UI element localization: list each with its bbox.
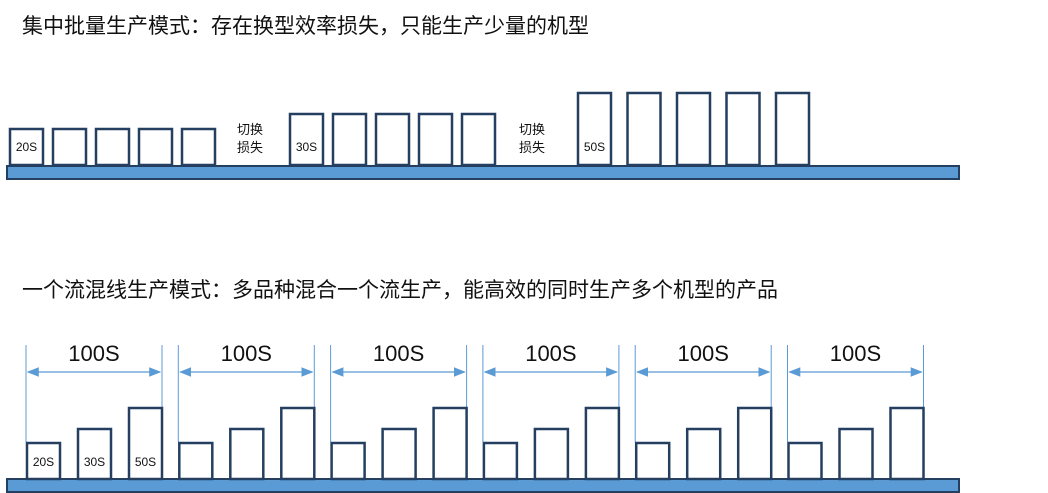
batch-product-box [460, 112, 497, 167]
batch-product-box [576, 91, 613, 167]
cycle-time-label: 100S [525, 341, 576, 366]
mixed-mode-title: 一个流混线生产模式：多品种混合一个流生产，能高效的同时生产多个机型的产品 [22, 279, 778, 302]
changeover-loss-label: 切换 [519, 122, 545, 137]
mixed-product-box [584, 406, 621, 481]
mixed-product-box [787, 441, 823, 481]
batch-product-box [626, 91, 662, 167]
cycle-time-label: 100S [830, 341, 881, 366]
cycle-time-label: 100S [373, 341, 424, 366]
mixed-product-box [838, 427, 874, 481]
changeover-loss-label: 损失 [237, 140, 263, 155]
cycle-time-label: 100S [68, 341, 119, 366]
batch-product-box [331, 112, 368, 167]
batch-cycle-label: 50S [584, 140, 605, 154]
mixed-conveyor [6, 478, 960, 493]
changeover-loss-label: 损失 [519, 140, 545, 155]
mixed-product-box [381, 427, 417, 481]
cycle-time-label: 100S [221, 341, 272, 366]
mixed-product-box [736, 406, 773, 481]
batch-product-box [94, 127, 131, 167]
mixed-product-box [280, 406, 316, 481]
mixed-cycle-label: 20S [33, 455, 54, 469]
batch-product-box [288, 112, 325, 167]
batch-cycle-label: 30S [296, 140, 317, 154]
batch-product-box [417, 112, 454, 167]
cycle-time-label: 100S [678, 341, 729, 366]
batch-product-box [774, 91, 811, 167]
mixed-product-box [533, 427, 570, 481]
changeover-loss-label: 切换 [237, 122, 263, 137]
mixed-product-box [685, 427, 722, 481]
batch-conveyor [6, 165, 960, 180]
batch-product-box [8, 127, 45, 167]
mixed-product-box [482, 441, 519, 481]
mixed-cycle-label: 50S [135, 455, 156, 469]
batch-product-box [675, 91, 712, 167]
mixed-product-box [634, 441, 671, 481]
batch-product-box [725, 91, 761, 167]
mixed-product-box [25, 441, 62, 481]
mixed-product-box [178, 441, 214, 481]
batch-product-box [51, 127, 88, 167]
mixed-cycle-label: 30S [84, 455, 105, 469]
mixed-product-box [432, 406, 468, 481]
batch-product-box [137, 127, 174, 167]
mixed-product-box [229, 427, 265, 481]
mixed-product-box [330, 441, 366, 481]
batch-product-box [180, 127, 217, 167]
batch-mode-title: 集中批量生产模式：存在换型效率损失，只能生产少量的机型 [22, 15, 589, 38]
mixed-product-box [76, 427, 113, 481]
batch-cycle-label: 20S [16, 140, 37, 154]
batch-product-box [374, 112, 411, 167]
mixed-product-box [127, 406, 164, 481]
mixed-product-box [889, 406, 925, 481]
